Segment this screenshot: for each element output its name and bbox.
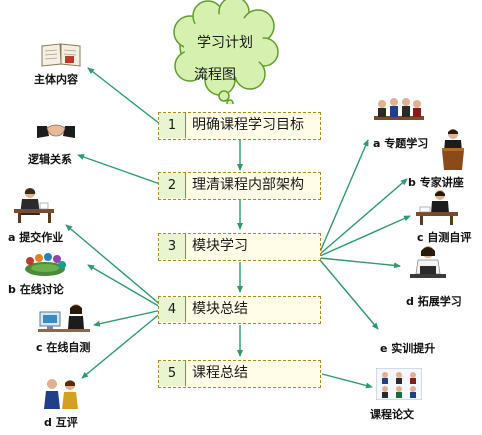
arrow-to-course-paper bbox=[321, 373, 373, 389]
diagram-title-line2: 流程图 bbox=[194, 67, 236, 83]
step-label: 模块总结 bbox=[192, 301, 248, 317]
arrow-to-online-self-test bbox=[93, 309, 163, 327]
step-2-box: 2 理清课程内部架构 bbox=[158, 172, 321, 200]
person-at-computer-icon bbox=[38, 304, 90, 332]
person-at-laptop-icon bbox=[410, 246, 446, 278]
handshake-icon bbox=[37, 124, 75, 138]
practical-training-label: e 实训提升 bbox=[380, 342, 436, 355]
online-self-test-label: c 在线自测 bbox=[36, 341, 91, 354]
step-number: 3 bbox=[159, 234, 186, 259]
arrow-to-online-discussion bbox=[87, 264, 163, 309]
arrow-to-main-content bbox=[87, 67, 161, 125]
step-label: 模块学习 bbox=[192, 238, 248, 254]
arrow-to-expert-lecture bbox=[319, 178, 408, 255]
open-book-icon bbox=[41, 43, 81, 67]
group-discussion-icon bbox=[25, 253, 66, 276]
step-1-box: 1 明确课程学习目标 bbox=[158, 112, 321, 140]
logic-label: 逻辑关系 bbox=[28, 153, 72, 166]
submit-homework-label: a 提交作业 bbox=[8, 231, 64, 244]
step-label: 明确课程学习目标 bbox=[192, 117, 304, 133]
arrow-to-submit-homework bbox=[65, 224, 163, 307]
diagram-title-line1: 学习计划 bbox=[197, 35, 253, 51]
course-paper-label: 课程论文 bbox=[370, 408, 414, 421]
arrow-to-extended-study bbox=[319, 257, 401, 269]
meeting-group-icon bbox=[374, 98, 424, 120]
step-number: 5 bbox=[159, 361, 186, 386]
main-content-label: 主体内容 bbox=[34, 73, 78, 86]
arrow-to-peer-review bbox=[81, 311, 163, 379]
lecturer-podium-icon bbox=[442, 129, 464, 170]
step-number: 4 bbox=[159, 297, 186, 322]
thought-cloud-icon bbox=[173, 0, 279, 104]
step-5-box: 5 课程总结 bbox=[158, 360, 321, 388]
arrow-to-topic-study bbox=[319, 139, 369, 253]
arrow-to-practical-training bbox=[319, 259, 379, 330]
peer-review-label: d 互评 bbox=[44, 416, 78, 429]
step-3-box: 3 模块学习 bbox=[158, 233, 321, 261]
step-number: 2 bbox=[159, 173, 186, 198]
expert-lecture-label: b 专家讲座 bbox=[408, 176, 464, 189]
arrow-to-self-test bbox=[319, 215, 411, 257]
step-label: 课程总结 bbox=[192, 365, 248, 381]
self-test-label: c 自测自评 bbox=[417, 231, 472, 244]
step-label: 理清课程内部架构 bbox=[192, 177, 304, 193]
person-writing-icon bbox=[416, 190, 458, 225]
extended-study-label: d 拓展学习 bbox=[406, 295, 462, 308]
paper-figures-icon bbox=[376, 368, 422, 400]
person-at-desk-icon bbox=[14, 188, 54, 223]
arrow-to-logic bbox=[77, 154, 161, 185]
step-number: 1 bbox=[159, 113, 186, 138]
topic-study-label: a 专题学习 bbox=[373, 137, 429, 150]
online-discussion-label: b 在线讨论 bbox=[8, 283, 64, 296]
two-people-icon bbox=[44, 379, 78, 409]
step-4-box: 4 模块总结 bbox=[158, 296, 321, 324]
